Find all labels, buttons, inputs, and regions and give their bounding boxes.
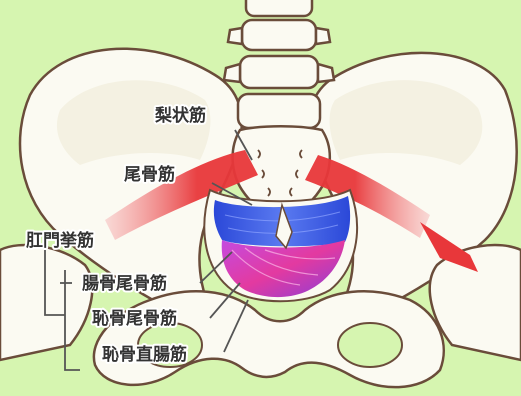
label-levator-ani: 肛門挙筋 — [26, 230, 94, 251]
label-piriformis: 梨状筋 — [154, 105, 206, 126]
label-iliococcygeus: 腸骨尾骨筋 — [82, 273, 167, 294]
label-puborectalis: 恥骨直腸筋 — [102, 344, 187, 365]
label-pubococcygeus: 恥骨尾骨筋 — [92, 308, 177, 329]
label-coccygeus: 尾骨筋 — [124, 164, 175, 185]
right-obturator-foramen — [338, 323, 402, 367]
